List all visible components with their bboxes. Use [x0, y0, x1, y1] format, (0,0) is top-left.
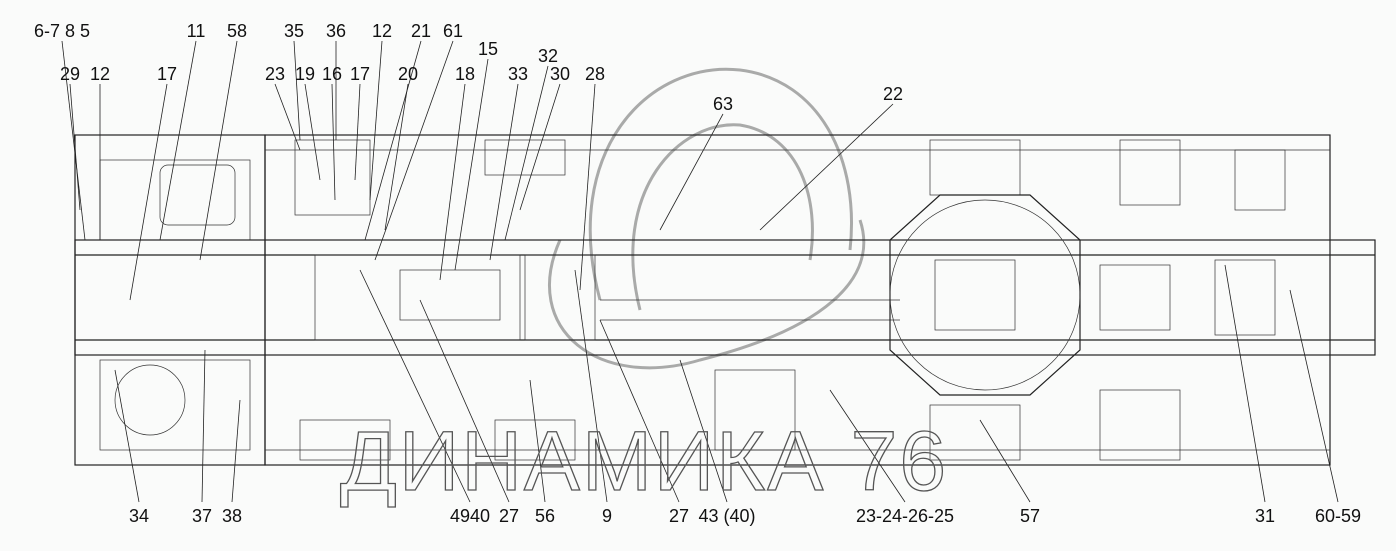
- leader-line: [1224, 264, 1266, 503]
- leader-line: [231, 399, 241, 503]
- callout-label: 23: [265, 64, 285, 84]
- callout-label: 16: [322, 64, 342, 84]
- callout-label: 63: [713, 94, 733, 114]
- callout-label: 58: [227, 21, 247, 41]
- leader-line: [199, 40, 238, 261]
- callout-label: 20: [398, 64, 418, 84]
- leader-line: [489, 83, 519, 261]
- watermark: ДИНАМИКА 76: [340, 414, 948, 508]
- leader-line: [439, 83, 466, 281]
- callout-label: 37: [192, 506, 212, 526]
- leader-line: [419, 299, 510, 503]
- callout-label: 34: [129, 506, 149, 526]
- leader-line: [201, 349, 206, 503]
- platform: [264, 134, 1331, 466]
- leader-line: [159, 40, 197, 241]
- leader-line: [114, 369, 140, 503]
- callout-label: 29: [60, 64, 80, 84]
- leader-line: [359, 269, 471, 503]
- callout-label: 33: [508, 64, 528, 84]
- callout-label: 22: [883, 84, 903, 104]
- callout-label: 21: [411, 21, 431, 41]
- callout-label: 17: [157, 64, 177, 84]
- leader-line: [829, 389, 906, 503]
- callout-label: 56: [535, 506, 555, 526]
- callout-label: 61: [443, 21, 463, 41]
- leader-line: [599, 319, 680, 503]
- leader-line: [529, 379, 546, 503]
- leader-line: [274, 83, 301, 151]
- callout-label: 60-59: [1315, 506, 1361, 526]
- leader-line: [574, 269, 608, 503]
- callout-label: 12: [90, 64, 110, 84]
- turntable: [889, 194, 1081, 396]
- callout-label: 11: [187, 21, 206, 41]
- leader-line: [364, 40, 422, 241]
- frame-rails: [74, 239, 1376, 356]
- leader-line: [759, 103, 894, 231]
- leader-line: [304, 83, 321, 181]
- callout-label: 31: [1255, 506, 1275, 526]
- callout-label: 30: [550, 64, 570, 84]
- leader-line: [1289, 289, 1339, 503]
- logo-swirl: [548, 67, 866, 370]
- callout-label: 28: [585, 64, 605, 84]
- leader-line: [504, 65, 549, 241]
- leader-line: [679, 359, 728, 503]
- leader-line: [331, 83, 336, 201]
- callout-label: 12: [372, 21, 392, 41]
- callout-label: 35: [284, 21, 304, 41]
- callout-label: 6-7 8 5: [34, 21, 90, 41]
- callout-label: 27: [669, 506, 689, 526]
- leader-line: [659, 113, 724, 231]
- leader-line: [979, 419, 1031, 503]
- leader-line: [293, 40, 301, 141]
- callout-label: 32: [538, 46, 558, 66]
- callout-label: 9: [602, 506, 612, 526]
- callout-label: 17: [350, 64, 370, 84]
- callout-label: 4940: [450, 506, 490, 526]
- leader-line: [129, 83, 168, 301]
- callout-label: 36: [326, 21, 346, 41]
- callout-label: 18: [455, 64, 475, 84]
- callout-label: 19: [295, 64, 315, 84]
- callout-label: 27: [499, 506, 519, 526]
- callout-label: 57: [1020, 506, 1040, 526]
- leader-line: [69, 83, 81, 211]
- callout-label: 43 (40): [698, 506, 755, 526]
- leader-line: [519, 83, 561, 211]
- leader-line: [354, 83, 361, 181]
- leader-line: [369, 40, 383, 201]
- leader-line: [61, 40, 86, 241]
- leader-line: [384, 83, 409, 231]
- callout-label: 15: [478, 39, 498, 59]
- leader-line: [579, 83, 596, 291]
- callout-label: 38: [222, 506, 242, 526]
- leader-line: [454, 58, 489, 271]
- callout-label: 23-24-26-25: [856, 506, 954, 526]
- leader-line: [374, 40, 454, 261]
